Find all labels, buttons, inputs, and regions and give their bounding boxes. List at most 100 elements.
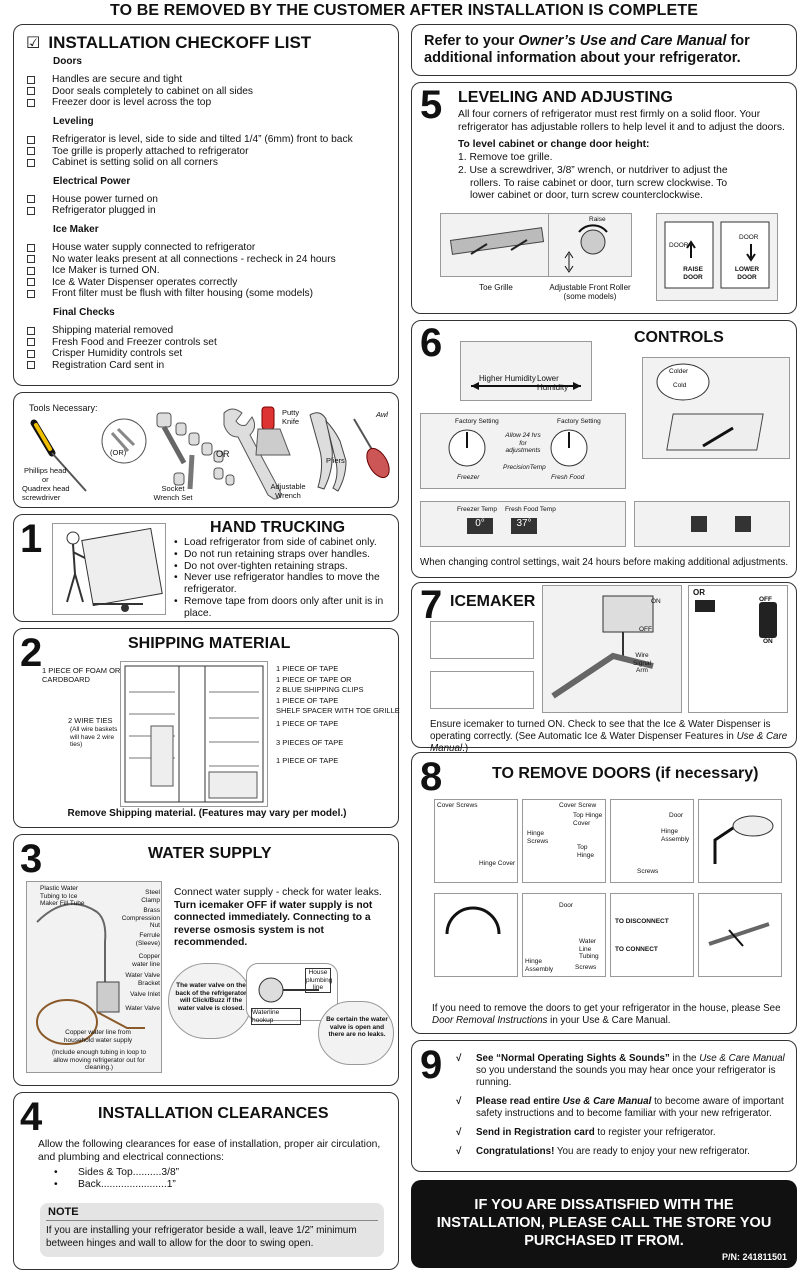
door-label-step3: Door — [669, 812, 684, 819]
checkbox-icon[interactable] — [27, 206, 35, 215]
water-supply-text: Connect water supply - check for water l… — [174, 887, 394, 950]
wait-24-label: Allow 24 hrs for adjustments — [505, 432, 541, 454]
checkbox-icon[interactable] — [27, 326, 35, 335]
section-number-6: 6 — [420, 321, 443, 365]
checklist-item[interactable]: Refrigerator is level, side to side and … — [27, 134, 387, 146]
screwdriver-icon — [30, 419, 87, 492]
section-number-2: 2 — [20, 631, 43, 675]
or-small-label: (OR) — [110, 448, 127, 457]
checklist-item[interactable]: Handles are secure and tight — [27, 74, 387, 86]
tools-panel: Tools Necessary: — [13, 392, 399, 508]
shipping-item-label: 1 PIECE OF TAPE OR — [276, 675, 352, 684]
checkbox-icon[interactable] — [27, 158, 35, 167]
part-number: P/N: 241811501 — [721, 1252, 787, 1262]
checkbox-icon[interactable] — [27, 349, 35, 358]
door-adjust-illustration: DOOR DOOR RAISE DOOR LOWER DOOR — [656, 213, 778, 301]
shipping-footer: Remove Shipping material. (Features may … — [67, 808, 347, 819]
section-number-8: 8 — [420, 755, 443, 799]
door-step-1: Cover Screws Hinge Cover — [434, 799, 518, 883]
roller-illustration: Raise — [548, 213, 632, 277]
section-title-water: WATER SUPPLY — [148, 845, 272, 862]
remove-doors-caption: If you need to remove the doors to get y… — [432, 1003, 788, 1027]
top-hinge-cover-label: Top Hinge Cover — [573, 812, 603, 827]
checklist-item[interactable]: Registration Card sent in — [27, 360, 387, 372]
screwdriver-tip-icon — [101, 418, 147, 464]
water-supply-panel: 3 WATER SUPPLY Plastic Water Tubing to I… — [13, 834, 399, 1086]
hand-trucking-item: Do not run retaining straps over handles… — [174, 549, 394, 561]
checkbox-icon[interactable] — [27, 266, 35, 275]
socket-set-icon — [156, 412, 235, 490]
dial-controls-illustration: Freezer Fresh Food PrecisionTemp Allow 2… — [420, 413, 626, 489]
pliers-label: Pliers — [326, 456, 345, 465]
checklist-item[interactable]: Door seals completely to cabinet on all … — [27, 86, 387, 98]
checklist-item[interactable]: No water leaks present at all connection… — [27, 253, 387, 265]
checkbox-icon[interactable] — [27, 75, 35, 84]
putty-knife-label: Putty Knife — [282, 408, 300, 426]
checkbox-icon[interactable] — [27, 338, 35, 347]
raise-label: Raise — [589, 216, 606, 223]
checklist-item[interactable]: Ice Maker is turned ON. — [27, 265, 387, 277]
checkbox-icon[interactable] — [27, 195, 35, 204]
roller-caption: Adjustable Front Roller (some models) — [549, 283, 631, 301]
on-label-1: ON — [651, 598, 661, 605]
icemaker-caption-1: Ensure icemaker to turned ON. Check to s… — [430, 719, 771, 742]
checklist-item[interactable]: Crisper Humidity controls set — [27, 348, 387, 360]
humidity-slider-illustration: Higher Humidity Lower Humidity — [460, 341, 592, 401]
checklist-item-label: Freezer door is level across the top — [52, 97, 212, 109]
checklist-item[interactable]: Cabinet is setting solid on all corners — [27, 157, 387, 169]
checklist-item[interactable]: House power turned on — [27, 194, 387, 206]
refrigerator-interior-illustration — [120, 661, 268, 807]
hand-trucking-item: Remove tape from doors only after unit i… — [174, 596, 394, 620]
shipping-item-label: SHELF SPACER WITH TOE GRILLE — [276, 706, 400, 715]
checklist-item-label: Fresh Food and Freezer controls set — [52, 336, 217, 348]
checklist-item-label: House power turned on — [52, 193, 158, 205]
final-note-bold: See “Normal Operating Sights & Sounds” — [476, 1053, 670, 1064]
checkbox-icon[interactable] — [27, 289, 35, 298]
digital-control-left: Freezer Temp Fresh Food Temp 0° 37° — [420, 501, 626, 547]
checklist-item[interactable]: Fresh Food and Freezer controls set — [27, 336, 387, 348]
door-step-8 — [698, 893, 782, 977]
checkbox-icon[interactable] — [27, 243, 35, 252]
final-notes-panel: 9 √See “Normal Operating Sights & Sounds… — [411, 1040, 797, 1172]
door-label-left: DOOR — [669, 242, 689, 249]
checklist-item[interactable]: Freezer door is level across the top — [27, 97, 387, 109]
checklist-item[interactable]: House water supply connected to refriger… — [27, 242, 387, 254]
checklist-title: INSTALLATION CHECKOFF LIST — [48, 33, 312, 52]
refer-text-italic: Owner’s Use and Care Manual — [518, 33, 727, 49]
clearance-item: Sides & Top..........3/8” — [54, 1167, 254, 1179]
checklist-item[interactable]: Ice & Water Dispenser operates correctly — [27, 277, 387, 289]
pliers-icon — [309, 412, 347, 492]
final-note-bold: Send in Registration card — [476, 1127, 595, 1138]
water-supply-normal-text: Connect water supply - check for water l… — [174, 887, 382, 898]
final-note-item: √See “Normal Operating Sights & Sounds” … — [456, 1053, 790, 1089]
checkbox-icon[interactable] — [27, 135, 35, 144]
checklist-item[interactable]: Refrigerator plugged in — [27, 205, 387, 217]
checklist-item[interactable]: Front filter must be flush with filter h… — [27, 288, 387, 300]
fresh-food-dial-label: Fresh Food — [551, 474, 585, 481]
bubble-right-text: Be certain the water valve is open and t… — [326, 1016, 388, 1038]
checkbox-icon[interactable] — [27, 278, 35, 287]
toe-grille-illustration — [440, 213, 552, 277]
precision-temp-label: PrecisionTemp — [503, 464, 546, 471]
final-note-mid: in the — [669, 1053, 700, 1064]
checklist-item-label: Handles are secure and tight — [52, 74, 183, 86]
checkbox-icon[interactable] — [27, 98, 35, 107]
leveling-subhead: To level cabinet or change door height: — [458, 139, 650, 150]
checklist-item[interactable]: Shipping material removed — [27, 325, 387, 337]
door-label-step6: Door — [559, 902, 574, 909]
door-step-7: TO DISCONNECT TO CONNECT — [610, 893, 694, 977]
final-note-rest: You are ready to enjoy your new refriger… — [554, 1146, 750, 1157]
checkbox-icon[interactable] — [27, 361, 35, 370]
checkbox-icon[interactable] — [27, 147, 35, 156]
checklist-group-heading: Electrical Power — [53, 175, 131, 187]
final-note-item: √Send in Registration card to register y… — [456, 1127, 790, 1139]
hand-truck-illustration — [52, 523, 166, 615]
section-number-9: 9 — [420, 1043, 443, 1087]
checkbox-icon[interactable] — [27, 87, 35, 96]
checklist-group-heading: Doors — [53, 56, 82, 67]
cover-screw-label: Cover Screw — [559, 802, 597, 809]
checklist-item[interactable]: Toe grille is properly attached to refri… — [27, 145, 387, 157]
bubble-left-text: The water valve on the back of the refri… — [175, 982, 247, 1012]
checkbox-icon[interactable] — [27, 255, 35, 264]
